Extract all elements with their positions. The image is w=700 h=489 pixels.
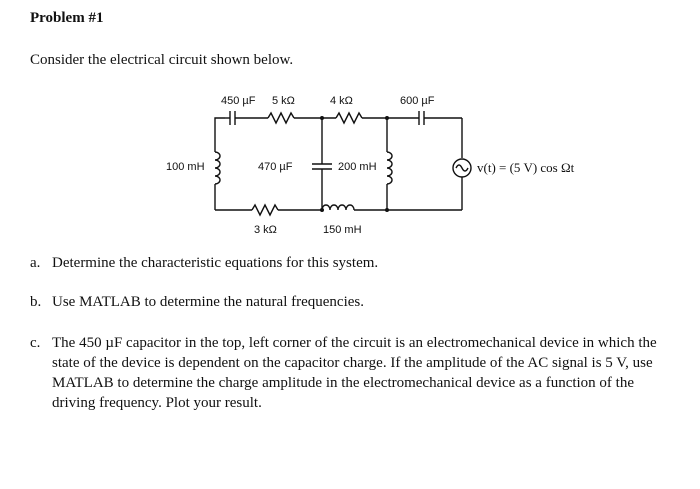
capacitor-600uF (418, 111, 425, 125)
capacitor-450uF (225, 111, 268, 125)
question-b-text: Use MATLAB to determine the natural freq… (52, 294, 364, 310)
question-c-label: c. (30, 335, 41, 351)
label-c-mid: 470 µF (258, 161, 293, 173)
label-c-top-right: 600 µF (400, 95, 435, 107)
question-a-label: a. (30, 255, 41, 271)
question-a-text: Determine the characteristic equations f… (52, 255, 379, 271)
problem-title: Problem #1 (30, 10, 104, 26)
resistor-5k (267, 111, 295, 125)
resistor-3k (251, 203, 279, 217)
label-r-bottom: 3 kΩ (254, 224, 277, 236)
label-r-top-left: 5 kΩ (272, 95, 295, 107)
capacitor-470uF (312, 163, 332, 170)
inductor-200mH (386, 151, 393, 185)
label-c-top-left: 450 µF (221, 95, 256, 107)
question-b-label: b. (30, 294, 42, 310)
label-l-mid: 200 mH (338, 161, 377, 173)
label-r-top-mid: 4 kΩ (330, 95, 353, 107)
problem-intro: Consider the electrical circuit shown be… (30, 52, 294, 68)
label-l-bottom: 150 mH (323, 224, 362, 236)
question-c-text: The 450 µF capacitor in the top, left co… (52, 335, 657, 411)
label-l-left: 100 mH (166, 161, 205, 173)
wire-top-left (214, 117, 225, 123)
resistor-4k (335, 111, 363, 125)
label-source: v(t) = (5 V) cos Ωt (477, 160, 575, 175)
inductor-150mH (321, 204, 355, 211)
circuit-diagram: 450 µF 5 kΩ 4 kΩ 600 µF 100 mH 470 µF 20… (166, 95, 575, 236)
inductor-100mH (214, 151, 221, 185)
